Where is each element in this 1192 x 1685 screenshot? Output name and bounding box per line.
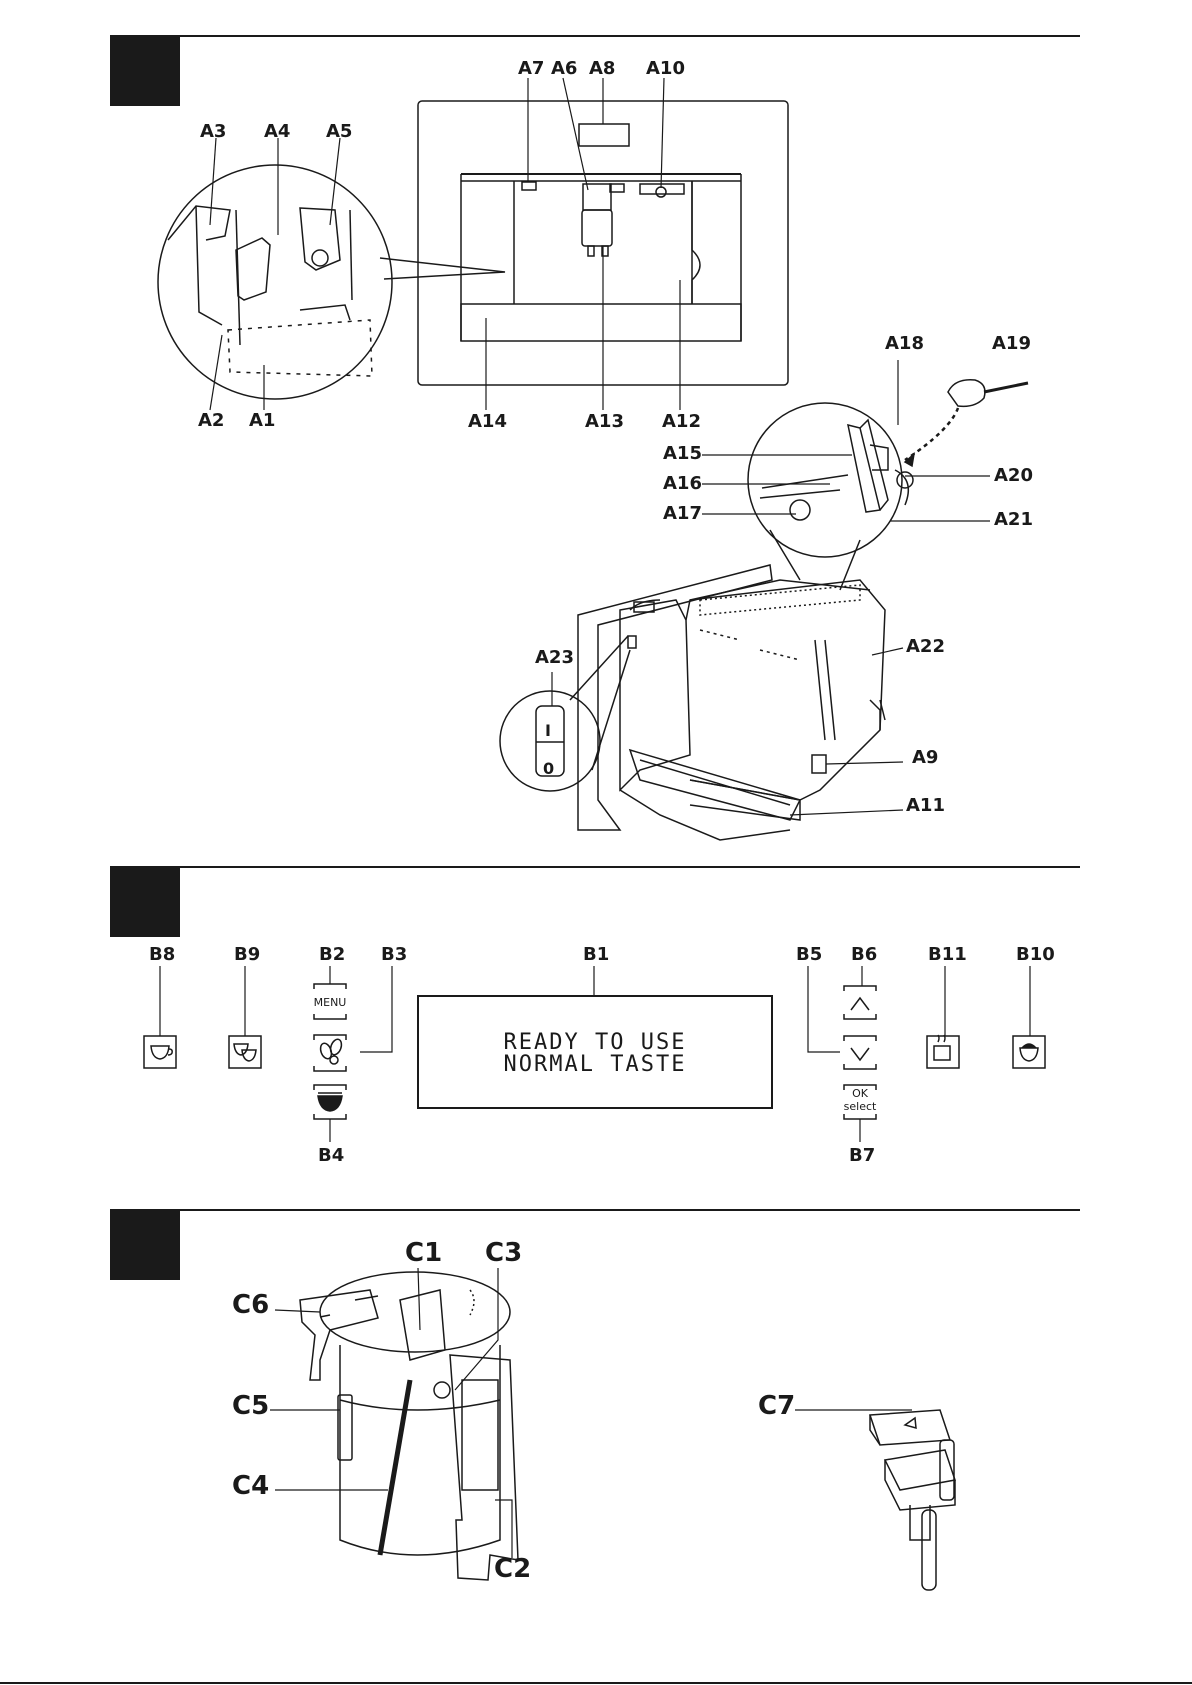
label-c1: C1 xyxy=(405,1240,442,1266)
milk-cover xyxy=(870,1395,955,1590)
label-c3: C3 xyxy=(485,1240,522,1266)
leader-lines-c xyxy=(270,1268,912,1558)
label-c7: C7 xyxy=(758,1393,795,1419)
label-c6: C6 xyxy=(232,1292,269,1318)
milk-container xyxy=(300,1272,518,1580)
label-c4: C4 xyxy=(232,1473,269,1499)
page-bottom-rule xyxy=(0,1682,1192,1684)
label-c5: C5 xyxy=(232,1393,269,1419)
label-c2: C2 xyxy=(494,1556,531,1582)
